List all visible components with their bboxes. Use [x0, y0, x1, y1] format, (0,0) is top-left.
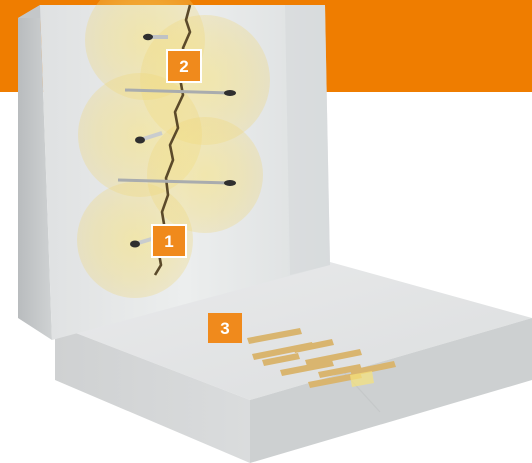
marker-3: 3 [208, 313, 242, 343]
marker-1: 1 [152, 225, 186, 257]
marker-2: 2 [167, 50, 201, 82]
marker-2-label: 2 [179, 57, 188, 76]
marker-3-label: 3 [220, 319, 229, 338]
marker-1-label: 1 [164, 232, 173, 251]
wall-right-shade [285, 5, 330, 275]
